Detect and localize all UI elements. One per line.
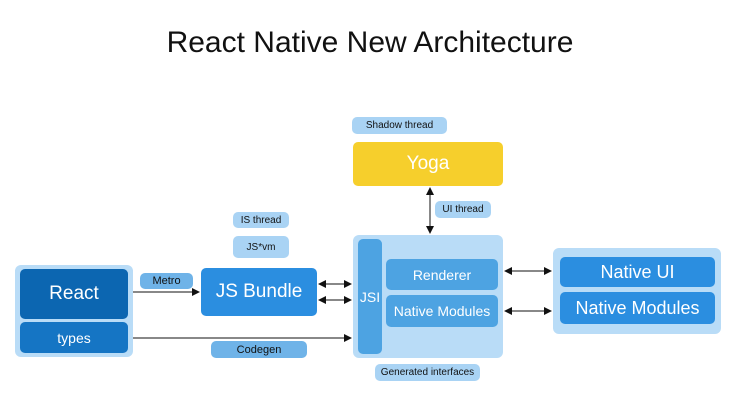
native-modules-box: Native Modules [560,292,715,324]
page-title: React Native New Architecture [166,26,574,59]
core-panel: JSI Renderer Native Modules [353,235,503,358]
ui-thread-label: UI thread [435,201,491,218]
generated-interfaces-label: Generated interfaces [375,364,480,381]
native-ui-box: Native UI [560,257,715,287]
react-panel: React types [15,265,133,357]
jsi-box: JSI [358,239,382,354]
react-box: React [20,269,128,319]
shadow-thread-label: Shadow thread [352,117,447,134]
types-box: types [20,322,128,353]
js-thread-label: IS thread [233,212,289,228]
codegen-label: Codegen [211,341,307,358]
js-vm-label: JS*vm [233,236,289,258]
yoga-box: Yoga [353,142,503,186]
native-panel: Native UI Native Modules [553,248,721,334]
core-native-modules-box: Native Modules [386,295,498,327]
renderer-box: Renderer [386,259,498,290]
js-bundle-box: JS Bundle [201,268,317,316]
metro-label: Metro [140,273,193,289]
